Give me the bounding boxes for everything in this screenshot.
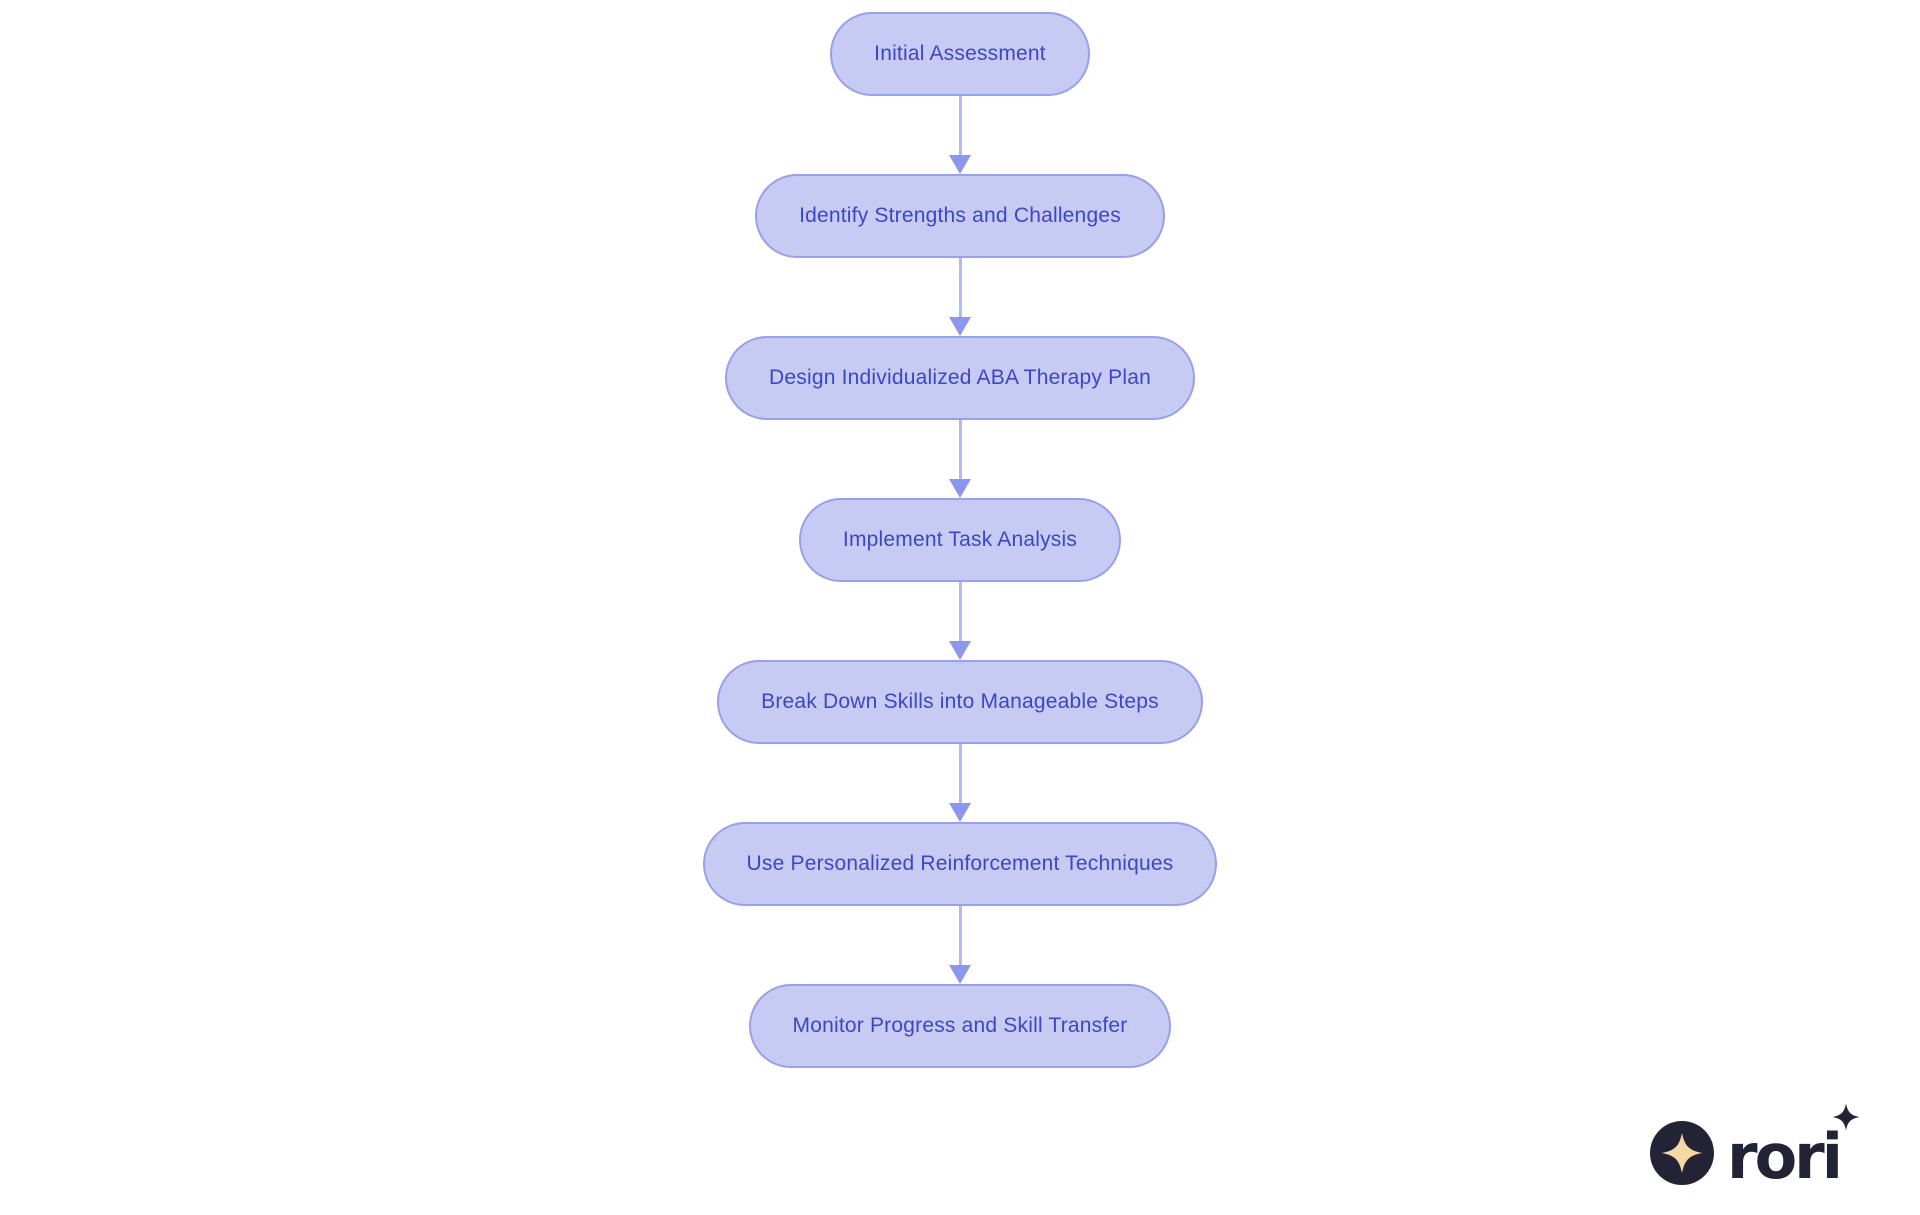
- arrow-down-connector: [949, 96, 971, 174]
- arrow-down-connector: [949, 744, 971, 822]
- arrowhead-icon: [949, 965, 971, 984]
- arrow-line: [958, 96, 962, 156]
- flow-node-label: Monitor Progress and Skill Transfer: [792, 1014, 1128, 1037]
- flow-node-monitor-progress: Monitor Progress and Skill Transfer: [748, 984, 1172, 1068]
- arrow-line: [958, 906, 962, 966]
- sparkle-icon: [1832, 1103, 1860, 1131]
- flowchart: Initial Assessment Identify Strengths an…: [0, 12, 1920, 1068]
- brand-text: rori: [1727, 1120, 1843, 1194]
- flow-node-reinforcement-techniques: Use Personalized Reinforcement Technique…: [702, 822, 1218, 906]
- flow-node-initial-assessment: Initial Assessment: [830, 12, 1090, 96]
- arrowhead-icon: [949, 479, 971, 498]
- flow-node-label: Initial Assessment: [874, 42, 1046, 65]
- arrow-line: [958, 420, 962, 480]
- sparkle-circle-icon: [1650, 1121, 1714, 1185]
- arrow-line: [958, 744, 962, 804]
- arrowhead-icon: [949, 641, 971, 660]
- arrow-line: [958, 258, 962, 318]
- flow-node-label: Use Personalized Reinforcement Technique…: [746, 852, 1174, 875]
- flow-node-identify-strengths: Identify Strengths and Challenges: [755, 174, 1165, 258]
- arrow-down-connector: [949, 258, 971, 336]
- flow-node-break-down-skills: Break Down Skills into Manageable Steps: [717, 660, 1203, 744]
- flow-node-design-plan: Design Individualized ABA Therapy Plan: [725, 336, 1195, 420]
- flow-node-task-analysis: Implement Task Analysis: [798, 498, 1122, 582]
- flow-node-label: Identify Strengths and Challenges: [799, 204, 1121, 227]
- arrow-down-connector: [949, 582, 971, 660]
- sparkle-icon: [1661, 1132, 1703, 1174]
- arrowhead-icon: [949, 803, 971, 822]
- arrow-down-connector: [949, 906, 971, 984]
- flow-node-label: Implement Task Analysis: [842, 528, 1078, 551]
- brand-wordmark: rori: [1727, 1103, 1860, 1188]
- rori-logo: rori: [1650, 1103, 1860, 1188]
- arrowhead-icon: [949, 317, 971, 336]
- arrow-down-connector: [949, 420, 971, 498]
- arrowhead-icon: [949, 155, 971, 174]
- flow-node-label: Design Individualized ABA Therapy Plan: [769, 366, 1151, 389]
- flow-node-label: Break Down Skills into Manageable Steps: [761, 690, 1159, 713]
- arrow-line: [958, 582, 962, 642]
